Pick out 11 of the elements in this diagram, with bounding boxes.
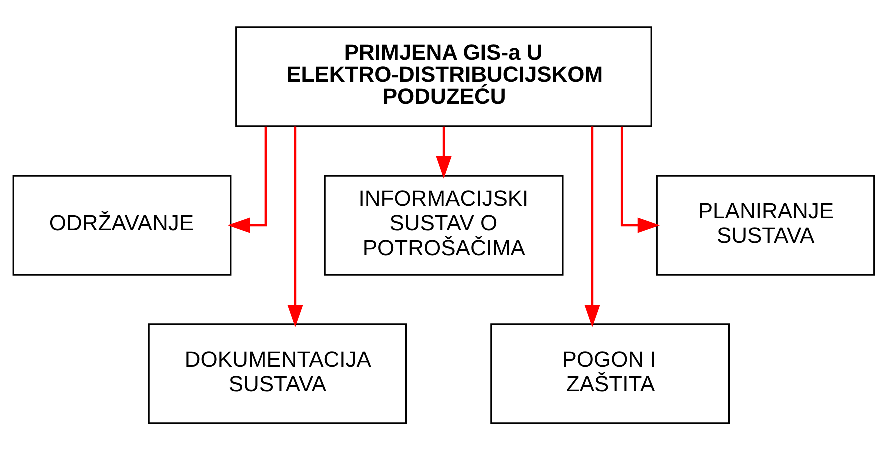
arrow xyxy=(288,126,304,327)
node-box: PLANIRANJE SUSTAVA xyxy=(656,174,876,276)
arrow xyxy=(228,126,268,233)
node-box: DOKUMENTACIJA SUSTAVA xyxy=(148,323,407,424)
arrow xyxy=(584,126,600,327)
arrow xyxy=(436,126,452,178)
node-box: INFORMACIJSKI SUSTAV O POTROŠAČIMA xyxy=(324,174,564,276)
arrow xyxy=(620,126,660,233)
node-box: POGON I ZAŠTITA xyxy=(490,323,730,424)
node-box: ODRŽAVANJE xyxy=(12,174,232,276)
node-box: PRIMJENA GIS-a U ELEKTRO-DISTRIBUCIJSKOM PODUZEĆU xyxy=(236,26,652,127)
